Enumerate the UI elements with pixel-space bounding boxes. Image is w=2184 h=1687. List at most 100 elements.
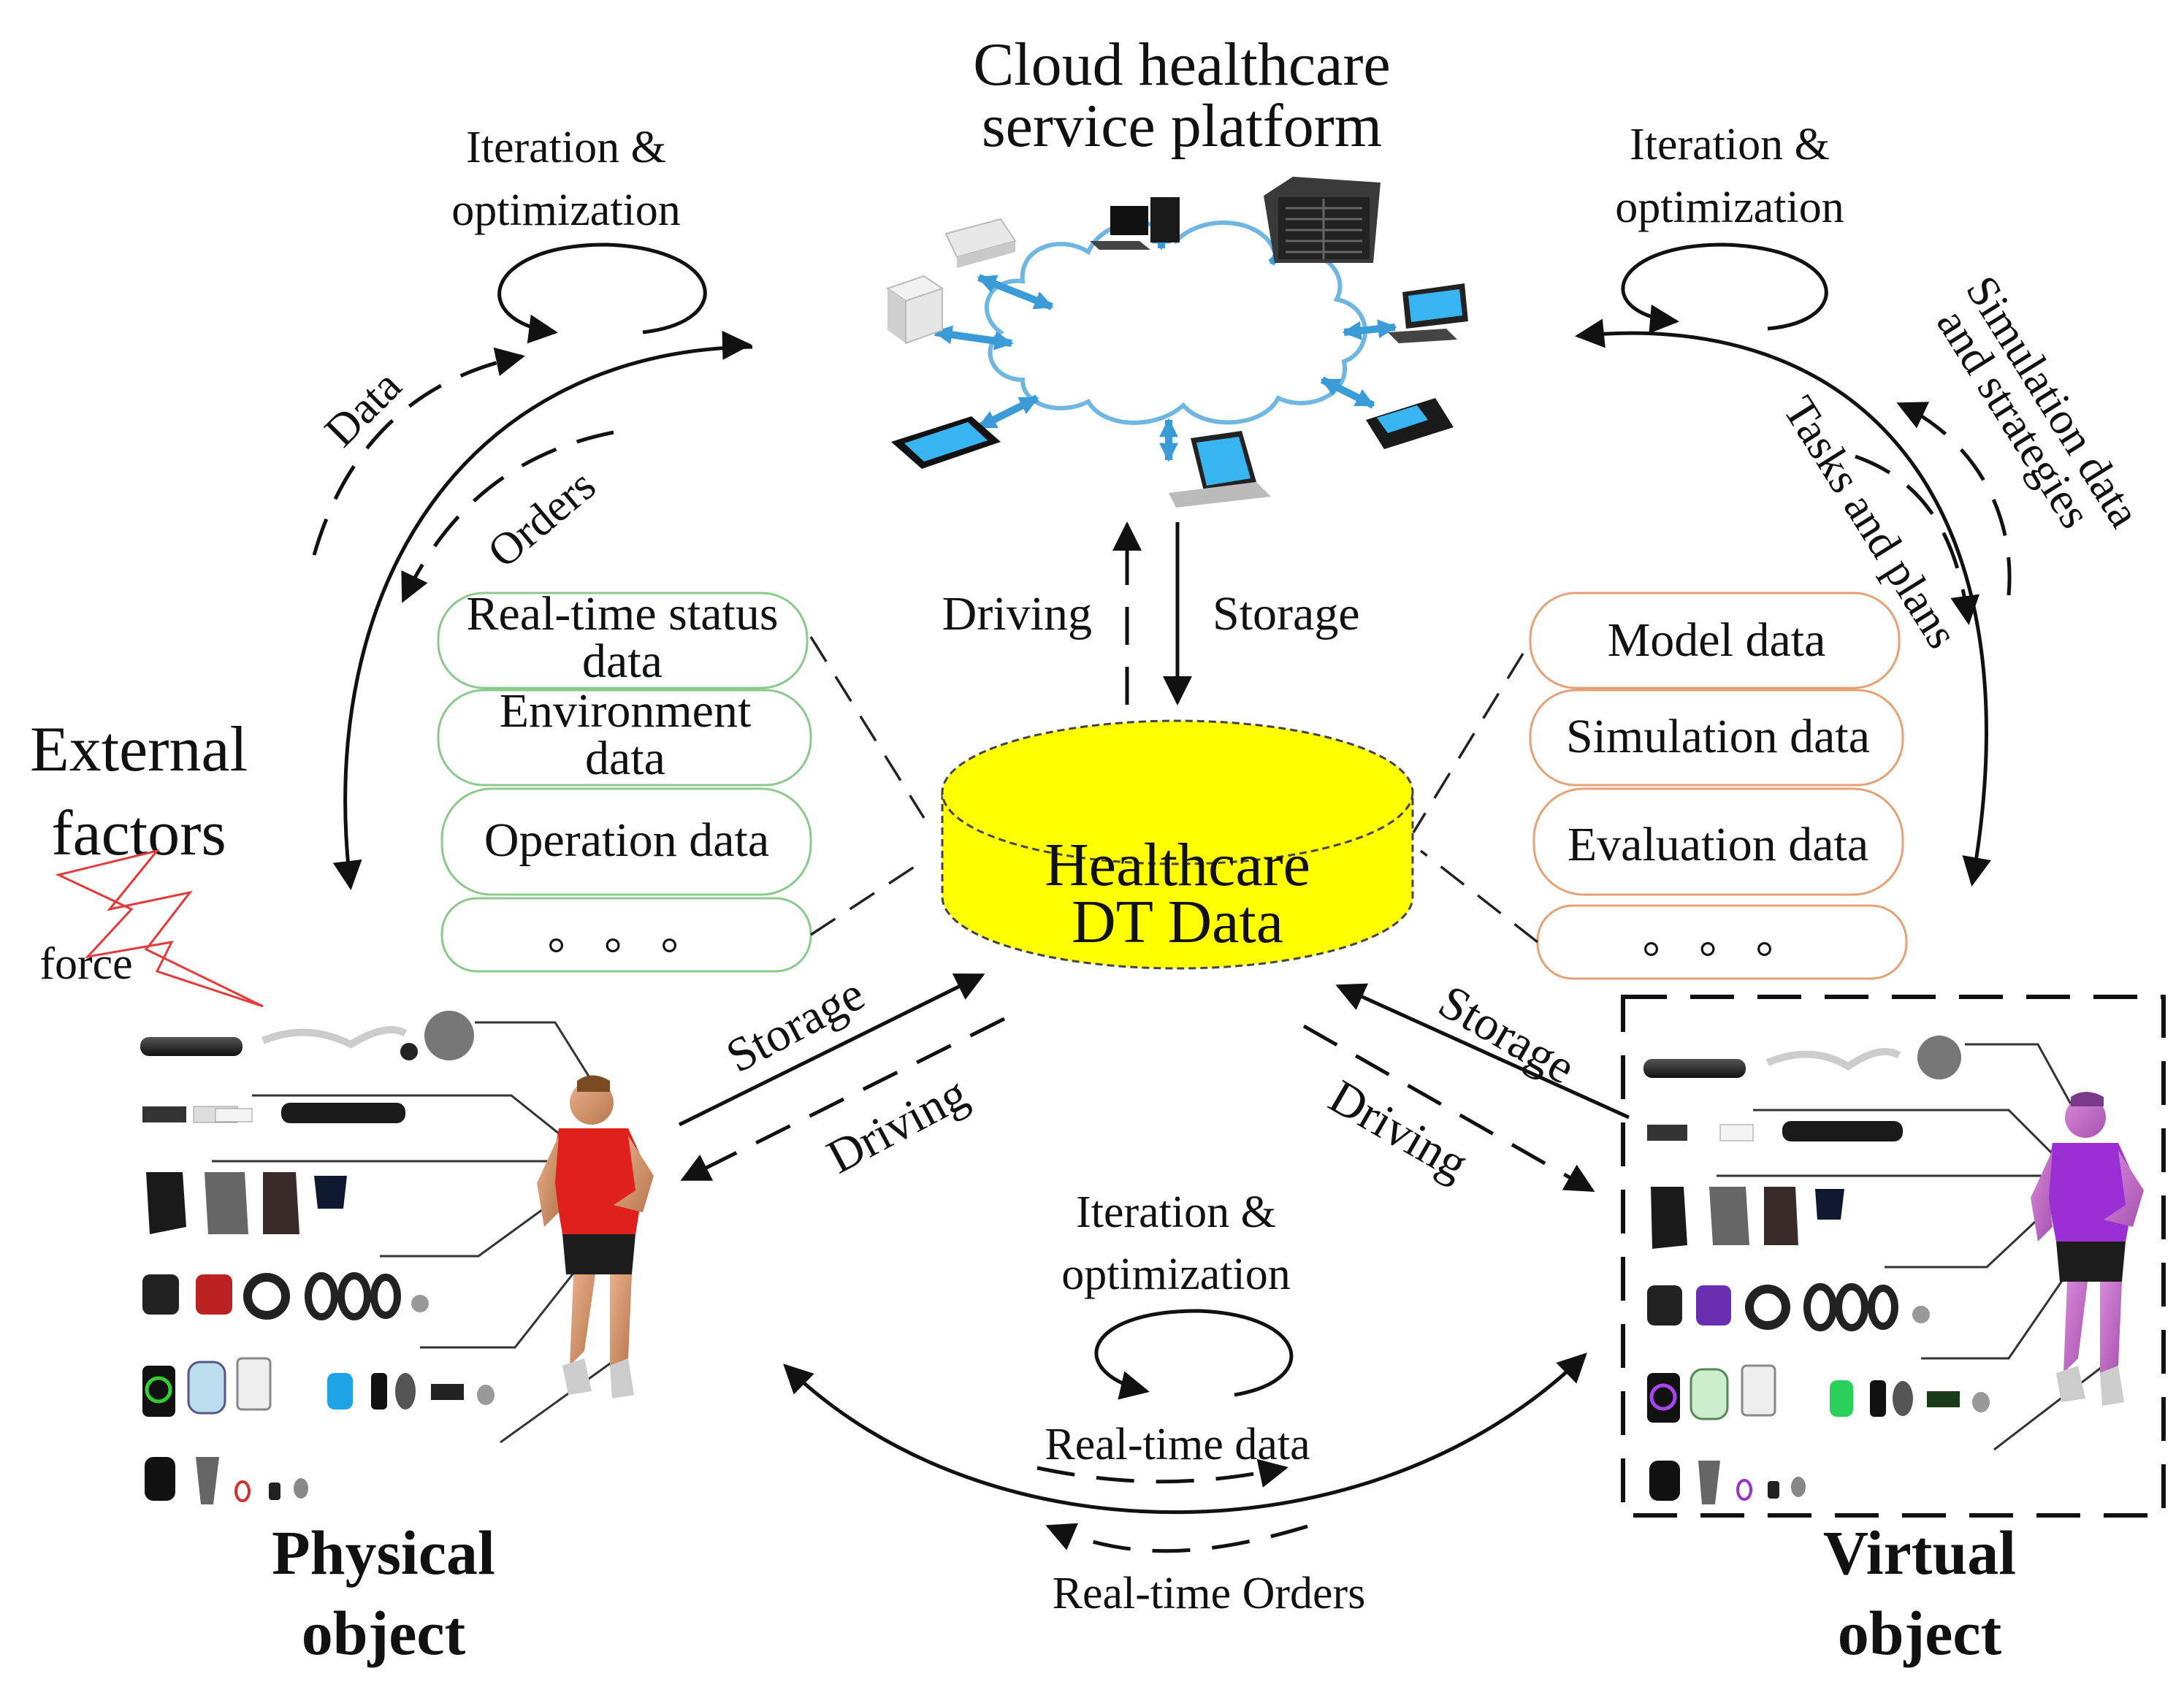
right-stack-item-evaluation: Evaluation data [1532,787,1904,896]
center-title-line2: DT Data [1072,888,1283,956]
svg-text:data: data [585,732,665,785]
cloud-title-line1: Cloud healthcare [973,31,1390,99]
virtual-runner-figure [2031,1092,2144,1406]
left-stack-item-operation: Operation data [440,787,812,896]
external-line2: factors [51,798,226,869]
data-arrow [312,347,525,556]
chest-strap-icon [140,1011,474,1060]
svg-text:Operation data: Operation data [484,814,769,867]
server-rack-icon [1264,177,1381,263]
lower-left-links: Storage Driving [678,967,1006,1184]
virtual-clip-sensors-icon [1649,1461,1806,1504]
simulation-arrow [1896,402,2012,596]
svg-text:data: data [582,635,663,688]
cloud-title-line2: service platform [982,92,1382,160]
svg-text:。 。 。: 。 。 。 [1642,914,1801,963]
healthcare-dt-data-cylinder: Healthcare DT Data [941,719,1414,970]
physical-label-line1: Physical [272,1518,495,1588]
physical-runner-figure [537,1075,654,1399]
tl-loop-arrow [497,242,707,344]
bottom-iteration-line2: optimization [1061,1250,1290,1299]
realtime-orders-label: Real-time Orders [1053,1569,1366,1618]
virtual-object: Virtual object [1621,995,2166,1668]
virtual-object-frame [1621,995,2166,1518]
left-stack-connector-bottom [810,857,928,936]
tasks-arrow [1855,454,1980,625]
realtime-orders-arrow [1045,1523,1308,1553]
svg-text:Real-time status: Real-time status [466,587,778,640]
virtual-label-line2: object [1838,1598,2002,1668]
left-stack-item-more: 。 。 。 [440,897,812,973]
right-stack-item-more: 。 。 。 [1536,904,1908,980]
right-stack-item-model: Model data [1529,592,1901,689]
realtime-data-arrow [1036,1458,1288,1488]
physical-object: Physical object [140,1011,654,1668]
bottom-iteration-line1: Iteration & [1076,1187,1276,1237]
left-stack-item-realtime: Real-time status data [437,587,809,689]
tl-iteration-line2: optimization [451,185,680,235]
clip-sensors-icon [145,1457,308,1504]
realtime-data-label: Real-time data [1045,1420,1310,1469]
virtual-label-line1: Virtual [1823,1518,2016,1588]
right-data-stack: Model data Simulation data Evaluation da… [1412,592,1908,980]
right-stack-connector-top [1412,653,1524,833]
tr-iteration-line2: optimization [1615,183,1844,232]
driving-right-arrow [1302,1024,1595,1193]
svg-text:Evaluation data: Evaluation data [1568,818,1868,871]
center-title-line1: Healthcare [1045,831,1310,899]
bottom-main-arrow [783,1353,1587,1515]
external-factors: External factors force [30,714,264,1008]
virtual-chest-strap-icon [1643,1036,1961,1079]
physical-label-line2: object [302,1598,466,1668]
left-data-stack: Real-time status data Environment data O… [437,587,928,973]
laptop-icon [1169,431,1271,508]
right-stack-connector-bottom [1419,849,1539,944]
blackberry-phone-icon [1366,398,1454,449]
lightning-force-icon [55,849,264,1008]
smartwatches-icon [142,1272,429,1320]
storage-right-arrow [1335,983,1630,1120]
smart-shirts-icon [146,1172,347,1234]
data-label: Data [316,361,411,456]
tr-main-arrow [1575,318,1991,887]
orders-arrow [401,430,614,603]
virtual-smart-shirts-icon [1651,1187,1844,1249]
right-stack-item-simulation: Simulation data [1529,689,1904,787]
band-row-icon [142,1103,405,1123]
virtual-band-row-icon [1647,1121,1903,1141]
tl-main-arrow [332,345,753,890]
force-label: force [39,939,132,989]
virtual-trackers-icon [1647,1364,1990,1423]
server-box-icon [944,218,1017,268]
left-stack-connector-top [809,636,925,819]
cloud-center-links: Driving Storage [942,521,1360,705]
svg-text:Environment: Environment [500,684,752,738]
storage-left-arrow [678,973,985,1127]
physical-wearables [140,1011,495,1504]
svg-text:Simulation data: Simulation data [1566,710,1870,763]
smartphone-icon [891,416,1001,469]
tl-iteration-line1: Iteration & [466,123,666,172]
trackers-icon [142,1357,495,1417]
svg-text:。 。 。: 。 。 。 [547,910,706,960]
driving-right-label: Driving [1321,1070,1477,1191]
bottom-loop-arrow [1094,1309,1294,1400]
virtual-wearables [1643,1036,1990,1504]
storage-top-label: Storage [1213,587,1360,640]
external-line1: External [30,714,248,785]
svg-text:Model data: Model data [1608,613,1826,667]
virtual-smartwatches-icon [1647,1283,1930,1331]
tr-iteration-line1: Iteration & [1630,120,1830,169]
driving-left-label: Driving [819,1066,977,1184]
storage-box-icon [885,275,944,345]
storage-right-label: Storage [1430,975,1584,1095]
monitor-icon [1388,283,1468,343]
desktop-computer-icon [1090,197,1180,250]
cloud-platform: Cloud healthcare service platform [885,31,1468,508]
driving-top-label: Driving [942,587,1092,640]
tr-loop-arrow [1621,242,1828,334]
lower-right-links: Storage Driving [1302,975,1630,1193]
bottom-flow: Iteration & optimization Real-time data … [783,1187,1587,1618]
